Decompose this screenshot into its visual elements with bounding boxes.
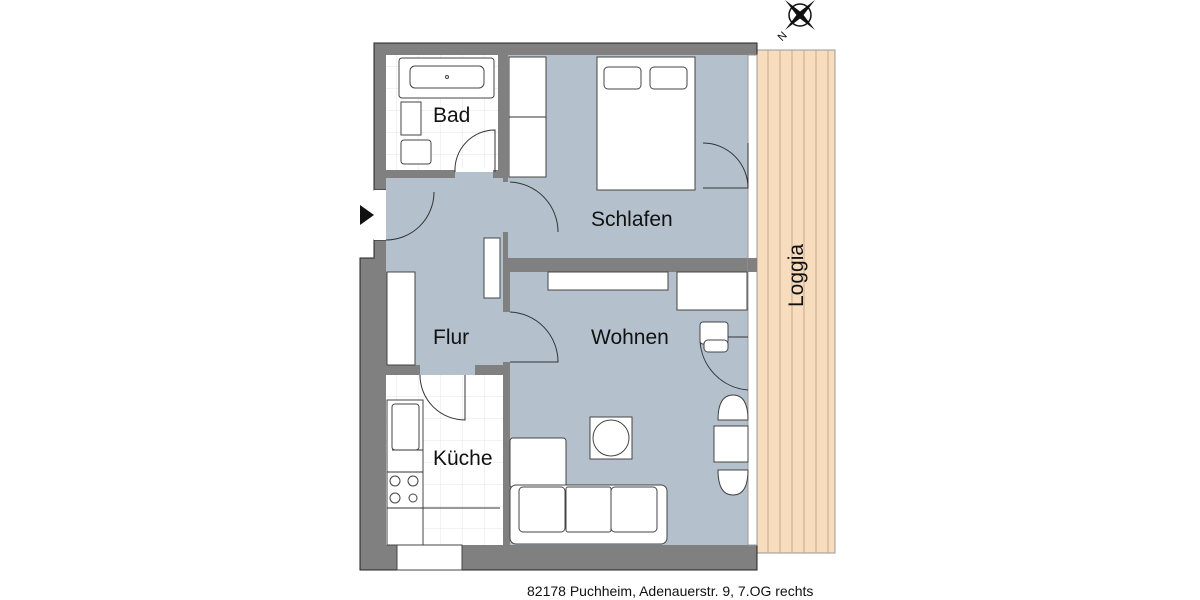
door-swings [385,129,749,421]
compass-icon [785,0,815,30]
entrance-arrow-icon [360,205,374,225]
label-flur: Flur [433,326,469,349]
label-wohnen: Wohnen [591,326,669,349]
furniture [386,56,749,546]
label-schlafen: Schlafen [591,208,673,231]
label-loggia: Loggia [785,244,808,307]
label-kueche: Küche [433,447,493,470]
compass-label: N [776,30,790,44]
address-caption: 82178 Puchheim, Adenauerstr. 9, 7.OG rec… [527,583,813,599]
label-bad: Bad [433,104,470,127]
loggia [756,49,836,554]
